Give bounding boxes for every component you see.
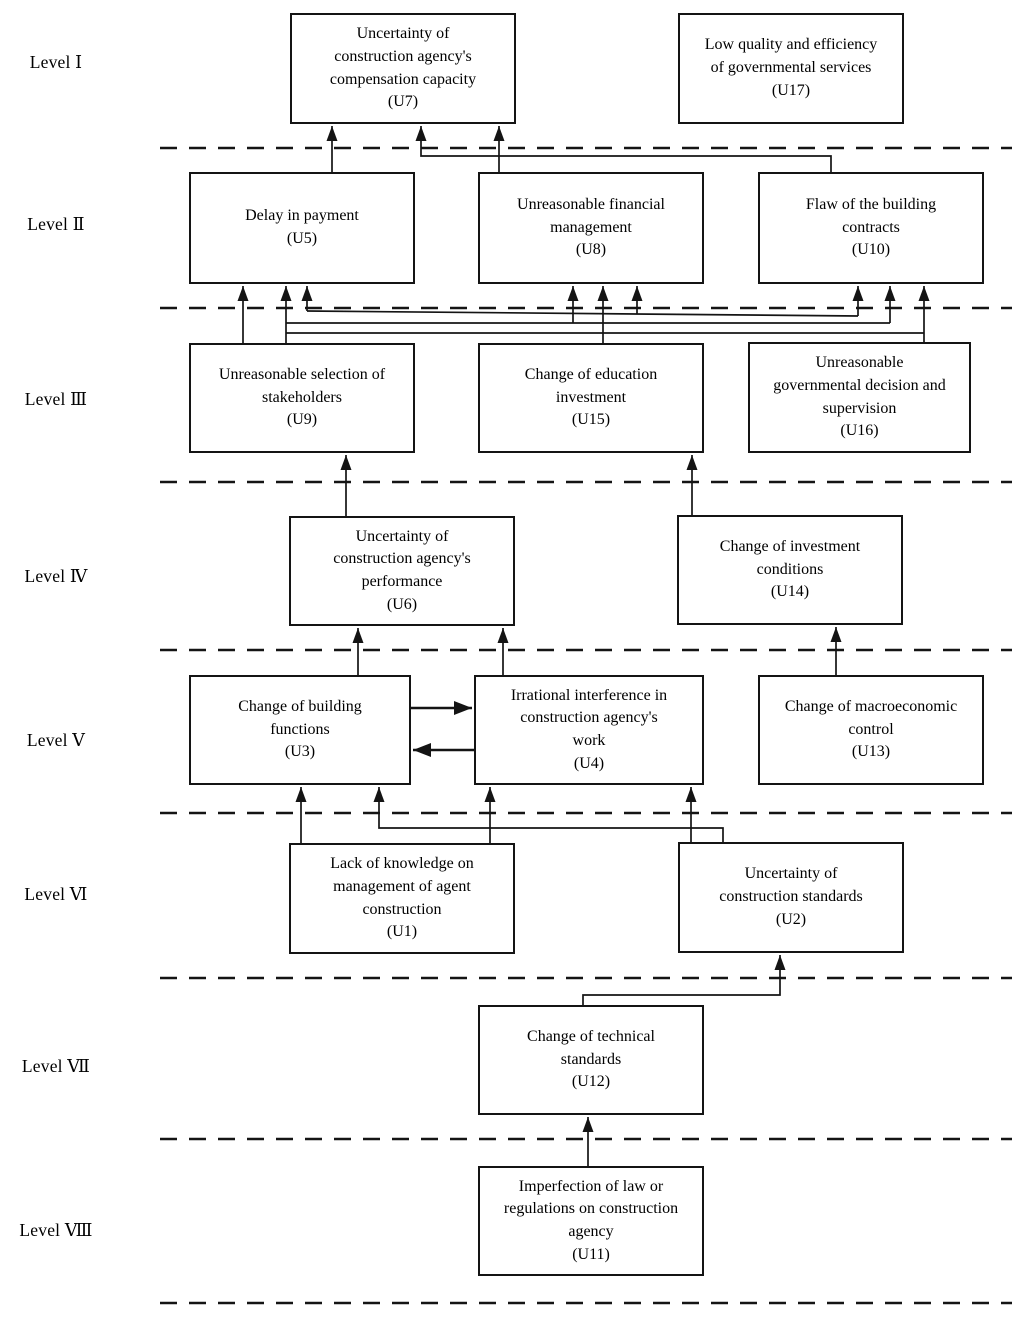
node-u12-label: Change of technical standards (U12) (527, 1027, 655, 1091)
node-u4-label: Irrational interference in construction … (510, 686, 668, 772)
level-label-7: Level Ⅶ (21, 1056, 91, 1076)
node-u6-label: Uncertainty of construction agency's per… (333, 527, 471, 613)
node-u2-box: Uncertainty of construction standards (U… (678, 842, 904, 953)
node-u3-box: Change of building functions (U3) (189, 675, 411, 785)
node-u17-box: Low quality and efficiency of government… (678, 13, 904, 124)
node-u13-label: Change of macroeconomic control (U13) (784, 697, 958, 761)
node-u9-box: Unreasonable selection of stakeholders (… (189, 343, 415, 453)
node-u1-label: Lack of knowledge on management of agent… (330, 855, 474, 941)
node-u5-box: Delay in payment (U5) (189, 172, 415, 284)
node-u7-label: Uncertainty of construction agency's com… (329, 25, 477, 111)
level-label-8: Level Ⅷ (19, 1220, 93, 1240)
level-label-6: Level Ⅵ (24, 884, 88, 904)
level-label-2: Level Ⅱ (27, 214, 85, 234)
node-u6-box: Uncertainty of construction agency's per… (289, 516, 515, 626)
node-u9-label: Unreasonable selection of stakeholders (… (218, 365, 386, 429)
node-u13-box: Change of macroeconomic control (U13) (758, 675, 984, 785)
node-u16-box: Unreasonable governmental decision and s… (748, 342, 971, 453)
node-u16-label: Unreasonable governmental decision and s… (773, 354, 946, 440)
node-u14-label: Change of investment conditions (U14) (719, 537, 861, 601)
node-u2-label: Uncertainty of construction standards (U… (719, 865, 863, 928)
node-u5-label: Delay in payment (U5) (245, 207, 359, 247)
node-u7-box: Uncertainty of construction agency's com… (290, 13, 516, 124)
arrow-connectors (237, 126, 930, 1166)
level-label-1: Level Ⅰ (29, 52, 83, 72)
node-u11-box: Imperfection of law or regulations on co… (478, 1166, 704, 1276)
node-u17-label: Low quality and efficiency of government… (704, 36, 878, 99)
node-u15-label: Change of education investment (U15) (524, 365, 658, 429)
node-u1-box: Lack of knowledge on management of agent… (289, 843, 515, 954)
level-label-4: Level Ⅳ (24, 566, 88, 586)
node-u15-box: Change of education investment (U15) (478, 343, 704, 453)
node-u14-box: Change of investment conditions (U14) (677, 515, 903, 625)
node-u8-box: Unreasonable financial management (U8) (478, 172, 704, 284)
node-u10-label: Flaw of the building contracts (U10) (805, 195, 937, 259)
level-separator-dashed-lines (160, 146, 1012, 1305)
node-u4-box: Irrational interference in construction … (474, 675, 704, 785)
node-u11-label: Imperfection of law or regulations on co… (503, 1177, 679, 1263)
node-u10-box: Flaw of the building contracts (U10) (758, 172, 984, 284)
node-u8-label: Unreasonable financial management (U8) (517, 195, 665, 259)
node-u12-box: Change of technical standards (U12) (478, 1005, 704, 1115)
node-u3-label: Change of building functions (U3) (238, 697, 362, 761)
level-label-3: Level Ⅲ (24, 389, 88, 409)
level-label-5: Level Ⅴ (26, 730, 86, 750)
